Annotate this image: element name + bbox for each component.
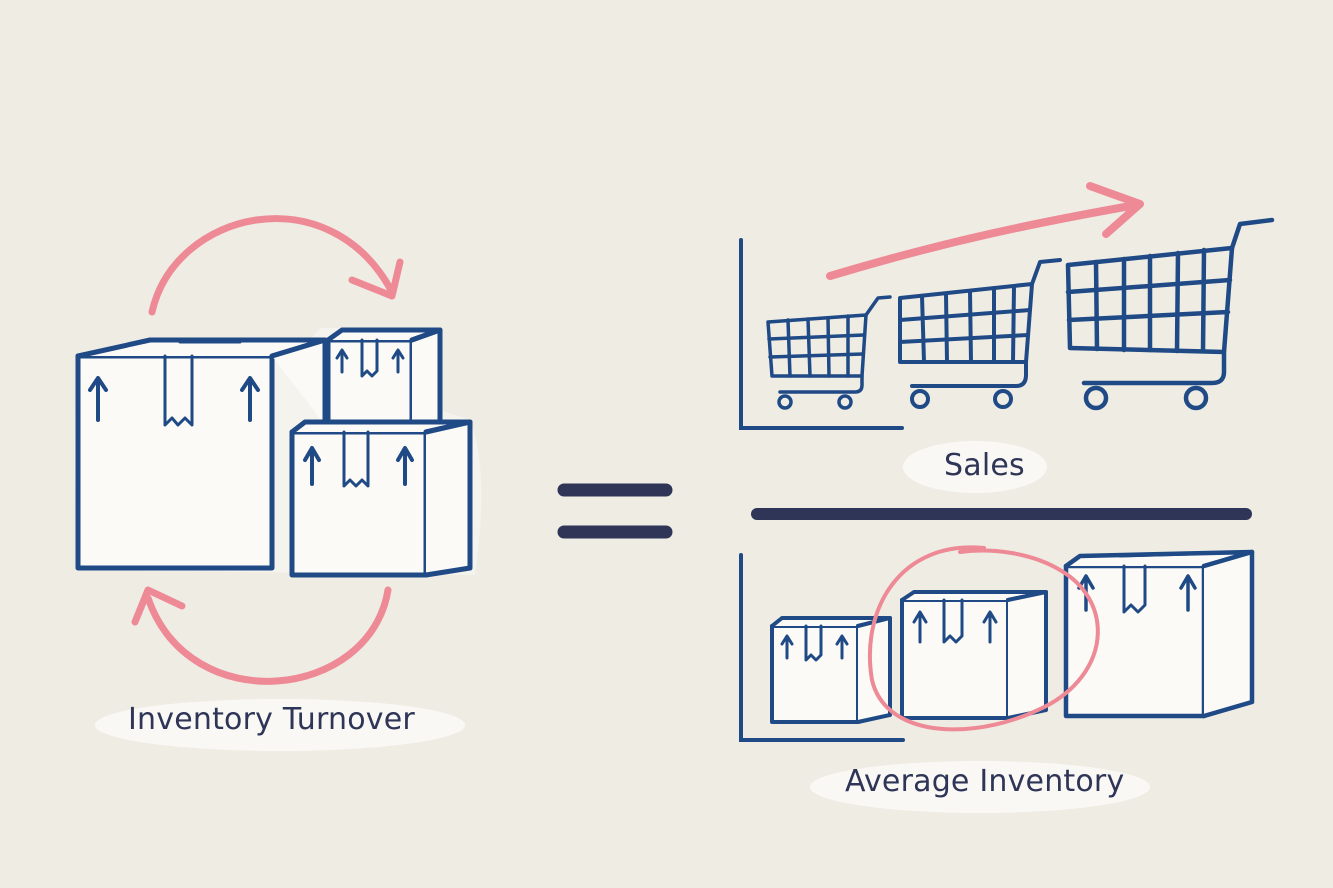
shopping-cart-large-icon xyxy=(1065,217,1275,411)
inventory-box-large-icon xyxy=(1063,549,1255,719)
cycle-arrow-top-head-icon xyxy=(348,258,404,300)
sales-growth-arrow-head-icon xyxy=(1086,182,1144,238)
average-inventory-label: Average Inventory xyxy=(845,764,1125,799)
inventory-box-small-icon xyxy=(770,616,892,724)
shopping-cart-small-icon xyxy=(766,295,892,410)
small-top-box-icon xyxy=(325,327,443,425)
sales-axes xyxy=(739,238,904,430)
cycle-arrow-bottom-head-icon xyxy=(131,586,186,626)
inventory-box-medium-icon xyxy=(900,590,1048,720)
cycle-arrow-top-icon xyxy=(148,215,396,316)
large-box-icon xyxy=(75,337,328,571)
medium-box-icon xyxy=(289,419,473,578)
inventory-axes xyxy=(739,553,905,742)
highlight-circle xyxy=(867,545,1100,732)
inventory-turnover-label: Inventory Turnover xyxy=(128,702,415,737)
sales-growth-arrow-icon xyxy=(826,201,1140,280)
shopping-cart-medium-icon xyxy=(898,258,1062,409)
equals-sign-icon xyxy=(557,483,673,539)
cycle-arrow-bottom-icon xyxy=(144,586,392,685)
sales-label: Sales xyxy=(944,448,1025,483)
